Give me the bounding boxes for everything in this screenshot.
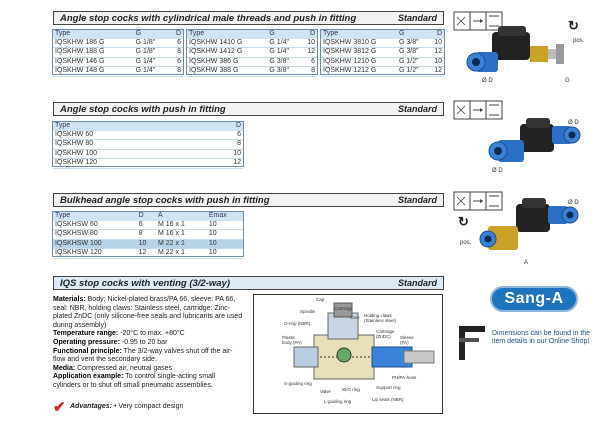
- section1-title: Angle stop cocks with cylindrical male t…: [60, 12, 357, 24]
- section1-table-1-border: [52, 29, 184, 75]
- section1-table-3-border: [320, 29, 445, 75]
- bulkhead-angle-stop-cock-image: [479, 198, 579, 250]
- section3-diameter-label: Ø D: [568, 200, 579, 206]
- section2-standard: Standard: [397, 104, 437, 114]
- section4-title: IQS stop cocks with venting (3/2-way): [60, 277, 230, 289]
- section2-diameter-label-1: Ø D: [568, 120, 579, 126]
- section2-diameter-label-2: Ø D: [492, 168, 503, 174]
- section1-diameter-label: Ø D: [482, 78, 493, 84]
- cross-section-diagram: Cap Spindle Cartridge Cam Holding claws …: [253, 294, 443, 414]
- section1-thread-label: G: [565, 78, 570, 84]
- valve-symbol-icon: [453, 100, 503, 120]
- section1-pos-label: pos.: [573, 38, 585, 44]
- section3-standard: Standard: [397, 195, 437, 205]
- section2-table-border: [52, 121, 244, 167]
- sang-a-logo: Sang-A: [490, 286, 578, 312]
- info-text: Dimensions can be found in the item deta…: [492, 330, 591, 346]
- section4-header: IQS stop cocks with venting (3/2-way) St…: [53, 276, 444, 290]
- angle-stop-cock-push-in-image: [488, 118, 581, 162]
- section4-description: Materials: Body: Nickel-plated brass/PA …: [53, 296, 243, 389]
- rotation-icon: ↻: [568, 18, 579, 33]
- angle-stop-cock-threaded-image: [466, 26, 564, 72]
- caliper-icon: [459, 326, 485, 360]
- section3-pos-label: pos.: [460, 240, 472, 246]
- section3-a-label: A: [524, 260, 529, 266]
- valve-symbol-icon: [453, 11, 503, 31]
- section1-table-2-border: [186, 29, 318, 75]
- cross-section-drawing: [293, 302, 435, 380]
- section4-standard: Standard: [397, 278, 437, 288]
- rotation-icon: ↻: [458, 214, 469, 229]
- section1-header: Angle stop cocks with cylindrical male t…: [53, 11, 444, 25]
- section3-title: Bulkhead angle stop cocks with push in f…: [60, 194, 270, 206]
- valve-symbol-icon: [453, 191, 503, 211]
- section2-title: Angle stop cocks with push in fitting: [60, 103, 226, 115]
- checkmark-icon: ✔: [53, 399, 66, 416]
- advantages-label: Advantages:: [70, 403, 113, 410]
- section1-standard: Standard: [397, 13, 437, 23]
- section3-header: Bulkhead angle stop cocks with push in f…: [53, 193, 444, 207]
- advantages-text: • Very compact design: [114, 403, 184, 410]
- section2-header: Angle stop cocks with push in fitting St…: [53, 102, 444, 116]
- section3-table-border: [52, 211, 244, 257]
